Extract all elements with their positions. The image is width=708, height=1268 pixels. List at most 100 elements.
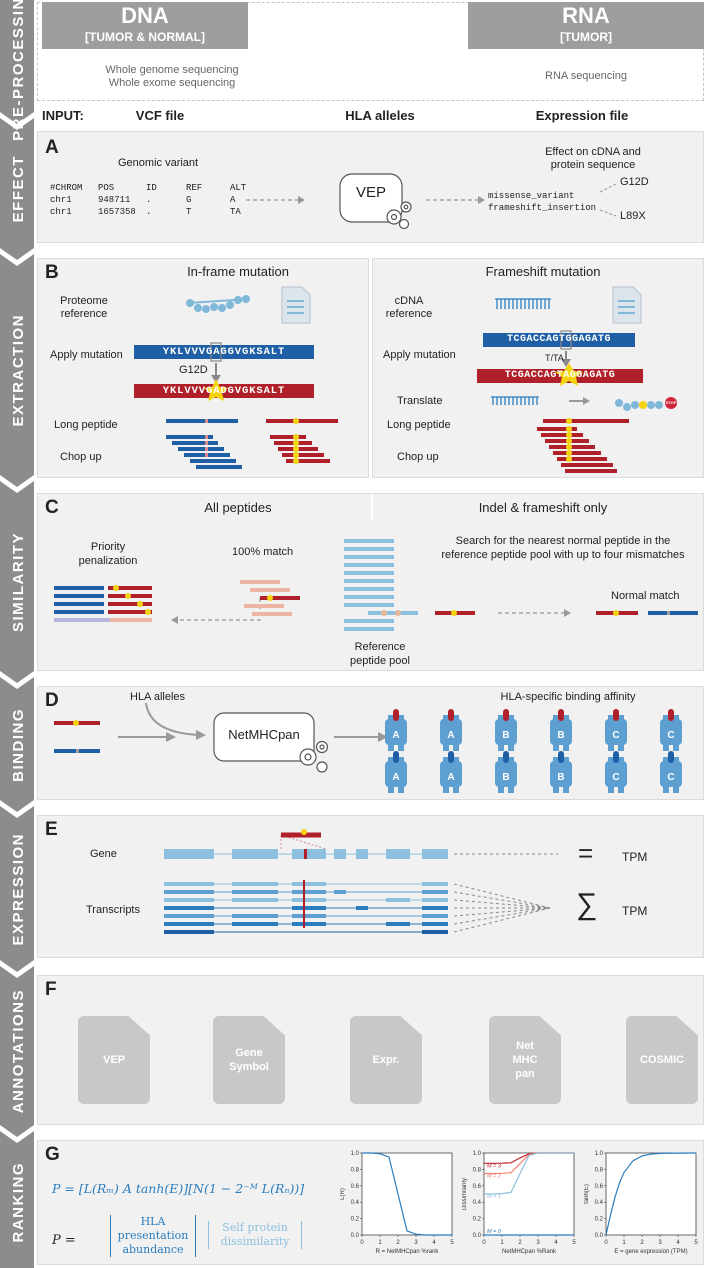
wgs-text: Whole genome sequencing xyxy=(105,64,239,76)
hla-allele-label: C xyxy=(612,772,620,783)
x-tick-label: 4 xyxy=(554,1240,558,1246)
x-axis-label: NetMHCpan %Rank xyxy=(502,1249,557,1255)
x-tick-label: 4 xyxy=(432,1240,436,1246)
rna-method: RNA sequencing xyxy=(545,70,627,82)
rna-subtitle: [TUMOR] xyxy=(560,30,612,44)
vcf-cell: chr1 xyxy=(50,195,72,205)
x-tick-label: 4 xyxy=(676,1240,680,1246)
step-banner xyxy=(0,0,34,1268)
vcf-cell: chr1 xyxy=(50,207,72,217)
mutation-label-g12d: G12D xyxy=(179,364,208,376)
divider xyxy=(371,494,373,520)
step-ranking: RANKING xyxy=(9,1162,27,1243)
priority-penalization-label: Priority penalization xyxy=(78,541,138,567)
in-frame-title: In-frame mutation xyxy=(187,264,289,279)
vcf-cell: . xyxy=(146,195,152,205)
panel-f: F VEP Gene Symbol Expr. Net MHC pan COSM… xyxy=(37,975,704,1125)
bracket-line: HLA xyxy=(140,1215,166,1228)
search-text: Search for the nearest normal peptide in… xyxy=(428,534,698,562)
cdna-mut-seq: TCGACCAGTAGGAGATG xyxy=(504,370,616,381)
panel-d-graphics xyxy=(54,702,388,773)
x-tick-label: 0 xyxy=(482,1240,486,1246)
vcf-col: #CHROM xyxy=(50,183,83,193)
x-tick-label: 2 xyxy=(396,1240,400,1246)
annotation-file-vep: VEP xyxy=(78,1016,150,1104)
annotation-file-cosmic: COSMIC xyxy=(626,1016,698,1104)
series-label: M = 0 xyxy=(487,1229,502,1235)
y-tick-label: 0.8 xyxy=(595,1167,604,1173)
y-tick-label: 1.0 xyxy=(351,1151,360,1157)
y-tick-label: 0.4 xyxy=(351,1200,360,1206)
panel-b-left: B In-frame mutation Proteome reference A… xyxy=(37,258,369,478)
y-tick-label: 0.6 xyxy=(595,1184,604,1190)
binding-affinity-title: HLA-specific binding affinity xyxy=(500,691,636,703)
x-tick-label: 1 xyxy=(500,1240,504,1246)
y-tick-label: 0.8 xyxy=(473,1167,482,1173)
y-tick-label: 0.0 xyxy=(473,1233,482,1239)
x-tick-label: 2 xyxy=(640,1240,644,1246)
bracket-line: presentation xyxy=(117,1229,189,1242)
plot-area xyxy=(361,1152,453,1236)
file-label: Gene Symbol xyxy=(229,1047,269,1073)
panel-letter: E xyxy=(45,819,58,840)
panel-a: A Genomic variant #CHROM POS ID REF ALT … xyxy=(37,131,704,243)
row-apply-mutation: Apply mutation xyxy=(383,349,456,361)
row-translate: Translate xyxy=(397,395,443,407)
series-line xyxy=(484,1152,574,1195)
hla-allele-label: C xyxy=(612,730,620,741)
file-label: VEP xyxy=(102,1054,125,1066)
hla-allele-label: A xyxy=(392,772,400,783)
all-peptides-title: All peptides xyxy=(204,500,272,515)
y-tick-label: 0.6 xyxy=(351,1184,360,1190)
hla-allele-label: A xyxy=(392,730,400,741)
annotation-file-gene-symbol: Gene Symbol xyxy=(213,1016,285,1104)
vcf-col: POS xyxy=(98,183,115,193)
ref-peptide-seq: YKLVVVGAGGVGKSALT xyxy=(162,346,286,358)
netmhcpan-tool: NetMHCpan xyxy=(228,727,300,742)
vcf-row: chr1 1657358 . T TA xyxy=(50,206,260,218)
y-tick-label: 0.6 xyxy=(473,1184,482,1190)
series-line xyxy=(362,1152,452,1236)
effect-list: missense_variant frameshift_insertion xyxy=(488,190,596,214)
x-tick-label: 0 xyxy=(604,1240,608,1246)
panel-c: C All peptides Indel & frameshift only P… xyxy=(37,493,704,671)
row-long-peptide: Long peptide xyxy=(54,419,118,431)
input-hla: HLA alleles xyxy=(345,108,415,123)
y-axis-label: tanh(E) xyxy=(584,1184,590,1204)
bracket-line: dissimilarity xyxy=(220,1235,290,1248)
series-line xyxy=(605,1152,697,1236)
row-chop-up: Chop up xyxy=(60,451,102,463)
y-tick-label: 0.0 xyxy=(595,1233,604,1239)
cdna-change-label: T/TA xyxy=(545,353,564,363)
y-tick-label: 0.2 xyxy=(595,1217,604,1223)
hla-alleles-label: HLA alleles xyxy=(130,691,186,703)
hla-allele-label: A xyxy=(447,772,455,783)
vcf-col: ALT xyxy=(230,183,247,193)
vcf-table: #CHROM POS ID REF ALT chr1 948711 . G A … xyxy=(50,182,260,218)
y-tick-label: 0.4 xyxy=(595,1200,604,1206)
effect-title: Effect on cDNA and protein sequence xyxy=(518,146,668,172)
mut-peptide-seq: YKLVVVGADGVGKSALT xyxy=(162,385,286,397)
ranking-formula: P = [L(Rₘ) A tanh(E)][N(1 − 2⁻ᴹ L(Rₙ))] xyxy=(52,1181,305,1196)
gene-label: Gene xyxy=(90,848,117,860)
vcf-col: ID xyxy=(146,183,157,193)
hla-allele-label: A xyxy=(447,730,455,741)
preprocessing-box xyxy=(37,2,704,101)
panel-letter: C xyxy=(45,497,59,518)
panel-e: E Gene Transcripts = ∑ TPM TPM xyxy=(37,815,704,958)
row-proteome-reference: Proteome reference xyxy=(60,295,108,320)
annotation-file-expr: Expr. xyxy=(350,1016,422,1104)
row-long-peptide: Long peptide xyxy=(387,419,451,431)
x-axis-label: E = gene expression (TPM) xyxy=(614,1249,687,1255)
stop-codon: STOP xyxy=(665,400,677,405)
panel-b-right-graphics xyxy=(477,286,677,473)
hla-allele-label: C xyxy=(667,730,675,741)
annotation-file-netmhcpan: Net MHC pan xyxy=(489,1016,561,1104)
vcf-row: chr1 948711 . G A xyxy=(50,194,260,206)
panel-c-graphics xyxy=(54,539,698,631)
x-tick-label: 2 xyxy=(518,1240,522,1246)
panel-b-right: Frameshift mutation cDNA reference Apply… xyxy=(372,258,704,478)
file-label: COSMIC xyxy=(640,1054,684,1066)
